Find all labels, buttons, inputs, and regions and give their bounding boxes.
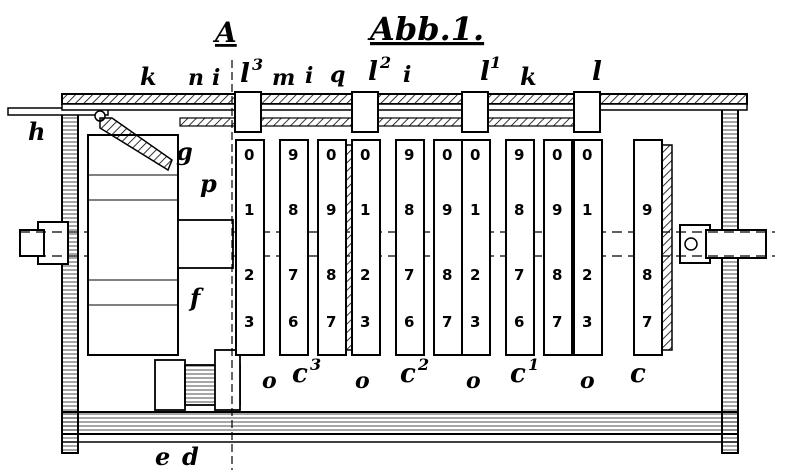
wheel-disc — [461, 139, 491, 356]
wheel-digit: 7 — [514, 266, 524, 284]
gear-assembly — [154, 60, 241, 470]
label-c1: c — [510, 359, 526, 389]
wheel-digit: 0 — [360, 146, 370, 164]
label-f: f — [188, 283, 204, 312]
label-h: h — [28, 117, 45, 146]
wheel-digit: 7 — [404, 266, 414, 284]
wheel-disc — [633, 139, 663, 356]
wheel-digit: 8 — [326, 266, 336, 284]
label-p: p — [200, 169, 217, 198]
wheel-digit: 0 — [244, 146, 254, 164]
wheel-digit: 2 — [582, 266, 592, 284]
wheel-digit: 9 — [326, 201, 336, 219]
label-m: m — [272, 65, 295, 91]
wheel-group-4: 0 1 2 3 9 8 7 — [573, 139, 673, 356]
wheel-digit: 6 — [404, 313, 414, 331]
wheel-digit: 8 — [552, 266, 562, 284]
wheel-digit: 2 — [360, 266, 370, 284]
wheel-digit: 8 — [288, 201, 298, 219]
wheel-digit: 2 — [470, 266, 480, 284]
wheel-digit: 3 — [582, 313, 592, 331]
label-g: g — [176, 137, 193, 166]
wheel-digit: 3 — [360, 313, 370, 331]
label-l1: l — [480, 57, 490, 87]
wheel-digit: 8 — [642, 266, 652, 284]
wheel-digit: 8 — [442, 266, 452, 284]
wheel-disc — [351, 139, 381, 356]
label-l2: l — [368, 57, 378, 87]
wheel-disc — [543, 139, 573, 356]
wheel-group-2: 0 1 2 3 9 8 7 6 0 9 8 7 — [351, 139, 473, 356]
label-l3-sup: 3 — [252, 55, 263, 74]
wheel-digit: 9 — [514, 146, 524, 164]
wheel-digit: 7 — [552, 313, 562, 331]
gear-teeth — [661, 144, 673, 351]
wheel-digit: 6 — [514, 313, 524, 331]
label-i-2: i — [305, 63, 313, 89]
label-l2-sup: 2 — [379, 53, 391, 72]
wheel-digit: 9 — [404, 146, 414, 164]
wheel-digit: 7 — [642, 313, 652, 331]
wheel-digit: 0 — [470, 146, 480, 164]
wheel-digit: 9 — [288, 146, 298, 164]
wheel-disc — [505, 139, 535, 356]
label-c: c — [630, 359, 646, 389]
figure-title: Abb.1. — [367, 10, 484, 48]
label-q: q — [330, 62, 345, 88]
label-k-right: k — [520, 62, 537, 91]
label-i-3: i — [403, 62, 411, 88]
label-e: e — [155, 442, 170, 471]
wheel-digit: 6 — [288, 313, 298, 331]
label-l3: l — [240, 59, 250, 89]
wheel-digit: 9 — [552, 201, 562, 219]
wheel-digit: 1 — [244, 201, 254, 219]
wheel-disc — [279, 139, 309, 356]
wheel-digit: 0 — [326, 146, 336, 164]
label-l1-sup: 1 — [490, 53, 501, 72]
label-o-3: o — [466, 368, 481, 394]
label-o-4: o — [580, 368, 595, 394]
wheel-digit: 8 — [514, 201, 524, 219]
label-o-2: o — [355, 368, 370, 394]
wheel-digit: 3 — [470, 313, 480, 331]
wheel-digit: 0 — [442, 146, 452, 164]
wheel-digit: 3 — [244, 313, 254, 331]
label-c2-sup: 2 — [417, 355, 429, 374]
wheel-digit: 7 — [288, 266, 298, 284]
label-c2: c — [400, 359, 416, 389]
wheel-digit: 1 — [470, 201, 480, 219]
label-c1-sup: 1 — [528, 355, 539, 374]
label-n: n — [188, 65, 204, 91]
label-d: d — [182, 442, 199, 471]
wheel-digit: 7 — [442, 313, 452, 331]
section-marker: A — [212, 16, 237, 49]
wheel-digit: 9 — [442, 201, 452, 219]
wheel-group-3: 0 1 2 3 9 8 7 6 0 9 8 7 — [461, 139, 583, 356]
wheel-digit: 2 — [244, 266, 254, 284]
wheel-digit: 7 — [326, 313, 336, 331]
label-l: l — [592, 57, 602, 87]
drum-f — [87, 117, 234, 356]
wheel-disc — [235, 139, 265, 356]
label-i-1: i — [212, 65, 220, 91]
wheel-digit: 9 — [642, 201, 652, 219]
wheel-digit: 8 — [404, 201, 414, 219]
wheel-disc — [395, 139, 425, 356]
wheel-digit: 1 — [582, 201, 592, 219]
top-rail — [7, 91, 748, 133]
number-wheel-groups: 0 1 2 3 9 8 7 6 0 9 8 7 0 1 2 3 9 8 7 6 0 9 8 7 0 1 2 3 9 8 7 6 0 9 8 7 0 1 2 3… — [235, 139, 673, 356]
wheel-digit: 0 — [552, 146, 562, 164]
label-o-1: o — [262, 368, 277, 394]
wheel-digit: 1 — [360, 201, 370, 219]
label-c3-sup: 3 — [310, 355, 321, 374]
wheel-disc — [573, 139, 603, 356]
wheel-group-1: 0 1 2 3 9 8 7 6 0 9 8 7 — [235, 139, 357, 356]
wheel-digit: 0 — [582, 146, 592, 164]
label-c3: c — [292, 359, 308, 389]
label-k-left: k — [140, 62, 157, 91]
